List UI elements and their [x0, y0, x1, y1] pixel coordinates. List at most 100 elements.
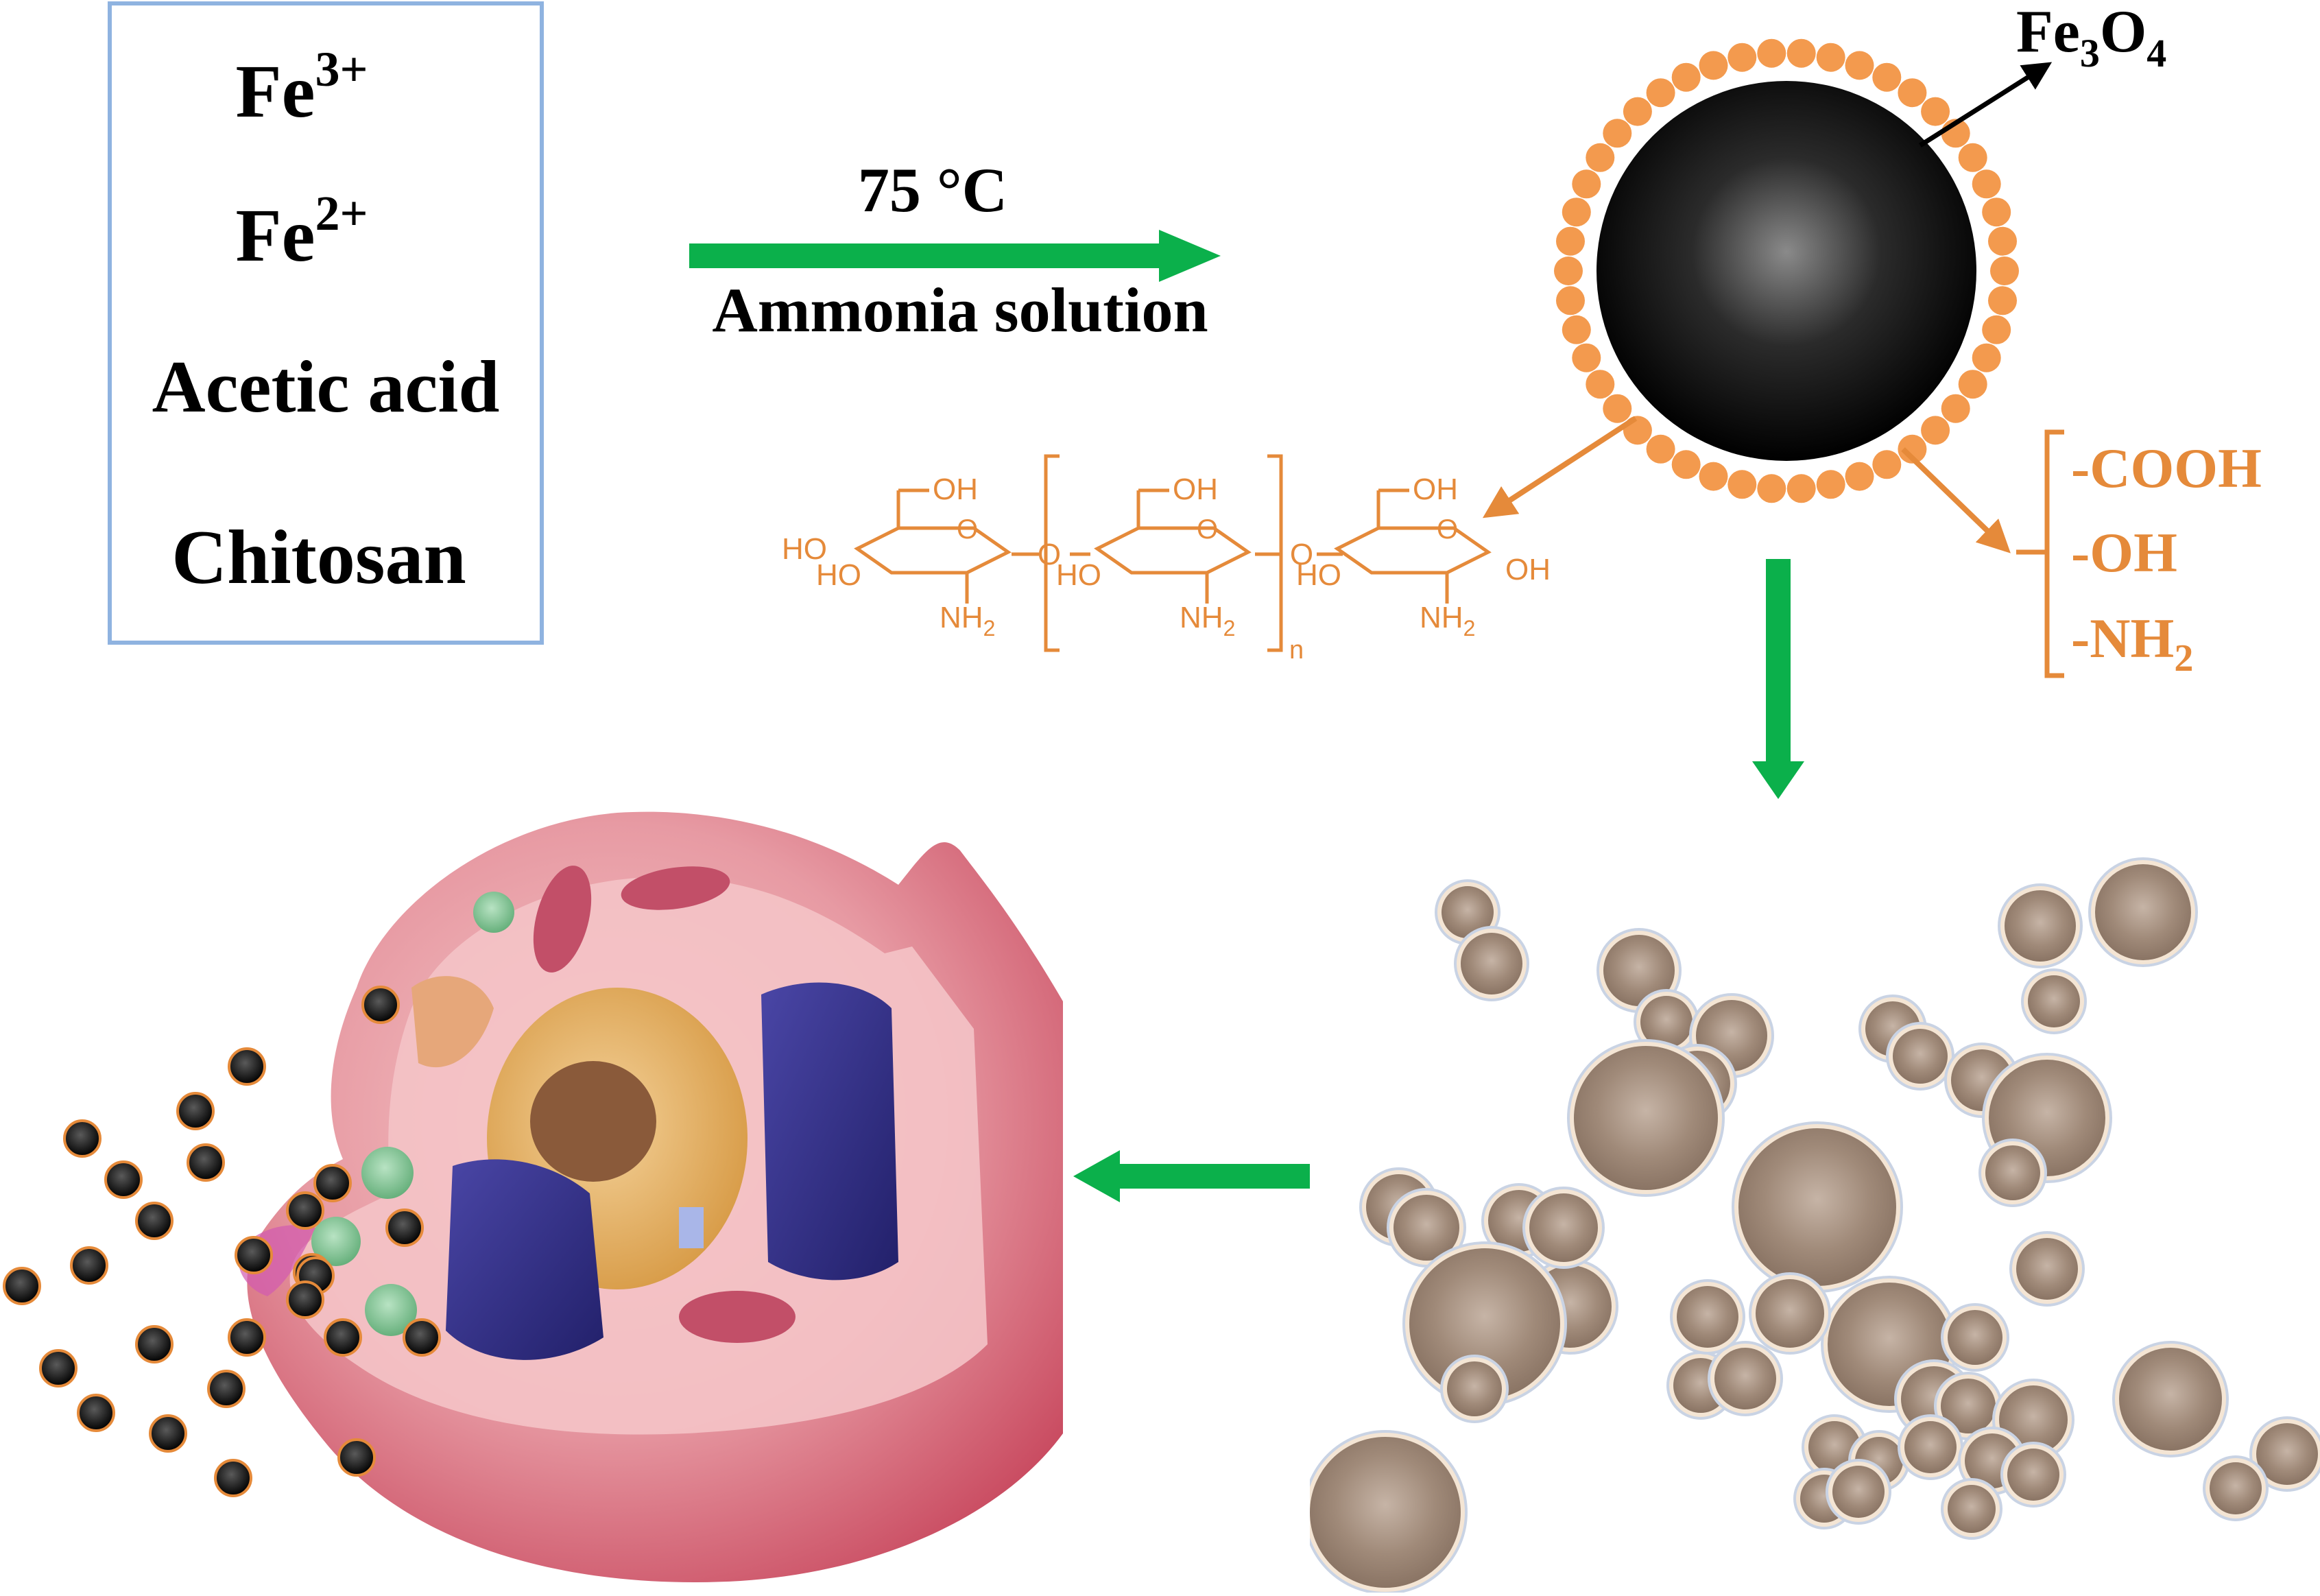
chitosan-labels: O O OH n	[1038, 538, 1551, 665]
arrow-to-chitosan-structure	[1482, 416, 1638, 519]
repeat-bracket-left	[1044, 454, 1060, 652]
reagent-acetic-acid: Acetic acid	[152, 346, 500, 428]
vesicle-2	[361, 1147, 414, 1199]
nanoparticle	[1948, 1485, 1996, 1533]
coating-bead	[1988, 226, 2017, 256]
coating-bead	[1699, 462, 1728, 491]
reaction-temperature: 75 °C	[858, 155, 1007, 225]
vesicle-4	[365, 1284, 417, 1336]
coating-bead	[1990, 257, 2019, 285]
nanoparticle	[1461, 933, 1522, 994]
ring-oxygen: O	[1437, 514, 1458, 545]
nucleolus	[530, 1061, 656, 1182]
coating-bead	[1921, 97, 1950, 126]
reagent-box	[108, 1, 544, 645]
left-arrow-head	[1073, 1150, 1120, 1202]
bridge-oxygen-2: O	[1290, 538, 1313, 571]
fe3o4-nanoparticle-dot	[313, 1164, 352, 1202]
fe3o4-pointer-arrow	[1919, 62, 2053, 147]
coating-bead	[1727, 470, 1757, 499]
reagent-fe3: Fe3+	[235, 42, 368, 133]
nanoparticle	[2028, 975, 2080, 1027]
reaction-arrow-head	[1159, 230, 1221, 282]
ring-oxygen: O	[1197, 514, 1218, 545]
nanoparticle	[1310, 1437, 1461, 1588]
nanoparticle	[1442, 886, 1494, 938]
nanoparticle	[1394, 1195, 1459, 1261]
mitochondrion-3	[679, 1291, 796, 1343]
nanoparticle	[1941, 1379, 1996, 1433]
golgi-apparatus	[446, 1159, 603, 1360]
fe3o4-label: Fe3O4	[2016, 0, 2166, 75]
nanoparticle	[2007, 1449, 2059, 1501]
nanoparticle	[1603, 935, 1675, 1006]
coating-bead	[1757, 474, 1786, 503]
coating-bead	[1699, 51, 1728, 80]
fe3o4-nanoparticle-dot	[228, 1047, 266, 1086]
nanoparticle	[1677, 1286, 1738, 1348]
centriole	[679, 1207, 704, 1248]
group-oh: -OH	[2071, 521, 2177, 584]
coating-bead	[1816, 43, 1845, 72]
nanoparticle	[2016, 1238, 2078, 1300]
fe3o4-nanoparticle-dot	[337, 1438, 376, 1477]
coating-bead	[1958, 370, 1987, 399]
reagent-chitosan: Chitosan	[171, 515, 466, 600]
amine-label: NH2	[1180, 601, 1235, 641]
coating-bead	[1872, 450, 1902, 479]
reaction-reagent: Ammonia solution	[712, 275, 1208, 345]
coating-bead	[1941, 394, 1970, 423]
down-arrow-head	[1752, 761, 1804, 799]
nanoparticle	[1738, 1128, 1896, 1286]
ch2oh-label: OH	[1413, 473, 1458, 506]
fe3o4-nanoparticle-dot	[135, 1202, 174, 1240]
coating-bead	[1586, 370, 1615, 399]
fe3o4-nanoparticle-dot	[39, 1349, 77, 1387]
nanoparticle	[1574, 1046, 1718, 1190]
fe3o4-nanoparticle-dot	[63, 1119, 101, 1158]
left-arrow-shaft	[1116, 1164, 1310, 1189]
nanoparticle	[2005, 890, 2076, 962]
c4-hydroxyl: HO	[782, 532, 827, 566]
down-arrow-shaft	[1766, 559, 1791, 765]
coating-bead	[1845, 462, 1874, 491]
amine-label: NH2	[940, 601, 995, 641]
fe3o4-nanoparticle-dot	[207, 1370, 246, 1408]
coating-bead	[1556, 286, 1585, 315]
coating-bead	[1562, 315, 1591, 344]
nanoparticle	[1832, 1466, 1885, 1518]
nanoparticle-dots	[3, 986, 441, 1497]
mitochondrion-1	[533, 866, 592, 973]
nanoparticle	[2095, 864, 2191, 960]
coating-bead	[1646, 78, 1675, 108]
nanoparticle-aggregate	[1303, 857, 2320, 1595]
ring-oxygen: O	[957, 514, 978, 545]
coating-bead	[1572, 169, 1601, 199]
group-cooh: -COOH	[2071, 437, 2262, 499]
fe3o4-nanoparticle-dot	[176, 1092, 215, 1130]
reaction-arrow-shaft	[689, 243, 1162, 268]
coating-bead	[1898, 78, 1927, 108]
nanoparticle	[1985, 1145, 2040, 1200]
coating-bead	[1623, 416, 1652, 445]
ch2oh-label: OH	[1173, 473, 1218, 506]
fe3o4-nanoparticle-dot	[324, 1318, 362, 1357]
terminal-hydroxyl: OH	[1505, 553, 1551, 586]
ch2oh-label: OH	[933, 473, 978, 506]
coating-bead	[1872, 62, 1902, 92]
coating-bead	[1845, 51, 1874, 80]
nanoparticle	[1756, 1279, 1824, 1348]
reagent-fe2: Fe2+	[235, 186, 368, 277]
coating-bead	[1727, 43, 1757, 72]
coating-bead	[1556, 226, 1585, 256]
fe3o4-nanoparticle-dot	[70, 1246, 108, 1285]
fe3o4-nanoparticle-dot	[361, 986, 400, 1024]
chitosan-structure	[1012, 454, 1343, 652]
arrow-to-functional-groups	[1901, 447, 2011, 553]
coating-bead	[1816, 470, 1845, 499]
fe3o4-nanoparticle-dot	[235, 1236, 273, 1274]
